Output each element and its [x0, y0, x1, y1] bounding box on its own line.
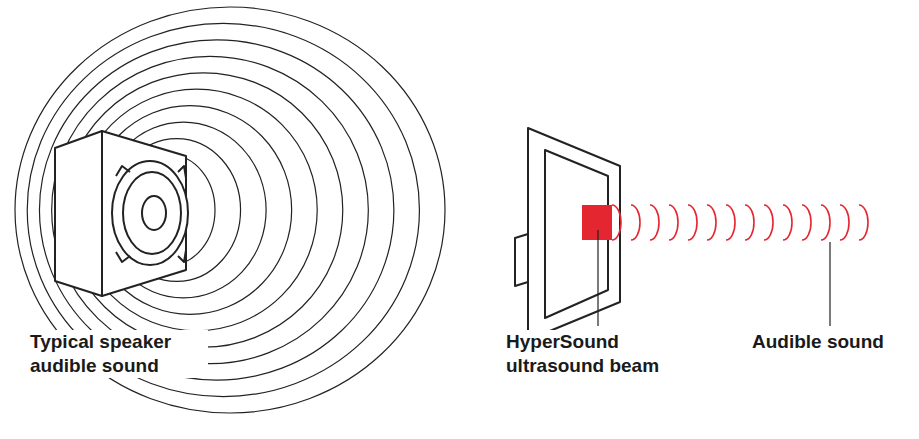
sound-waves [15, 7, 445, 413]
wave-arc [688, 205, 697, 240]
speaker-symbol [55, 131, 188, 296]
wave-ring [101, 122, 267, 298]
wave-arc [650, 205, 659, 240]
hypersound-panel [515, 128, 620, 340]
wave-ring [27, 23, 419, 396]
wave-arc [802, 205, 811, 240]
leader-lines [598, 230, 830, 326]
wave-ring [15, 7, 445, 413]
beam-label: HyperSound ultrasound beam [503, 330, 694, 378]
wave-arc [859, 205, 868, 240]
wave-arc [745, 205, 754, 240]
speaker-label: Typical speaker audible sound [27, 330, 208, 378]
wave-arc [707, 205, 716, 240]
wave-arc [669, 205, 678, 240]
wave-arc [821, 205, 830, 240]
wave-arc [612, 205, 621, 240]
wave-ring [76, 89, 317, 331]
ultrasound-beam [582, 205, 612, 240]
wave-ring [64, 73, 343, 347]
sound-label: Audible sound [749, 330, 887, 354]
wave-arc [631, 205, 640, 240]
wave-arc [783, 205, 792, 240]
wave-ring [88, 106, 291, 315]
wave-arc [764, 205, 773, 240]
audible-sound-waves [612, 205, 868, 240]
wave-ring [52, 56, 369, 363]
wave-arc [726, 205, 735, 240]
wave-arc [840, 205, 849, 240]
